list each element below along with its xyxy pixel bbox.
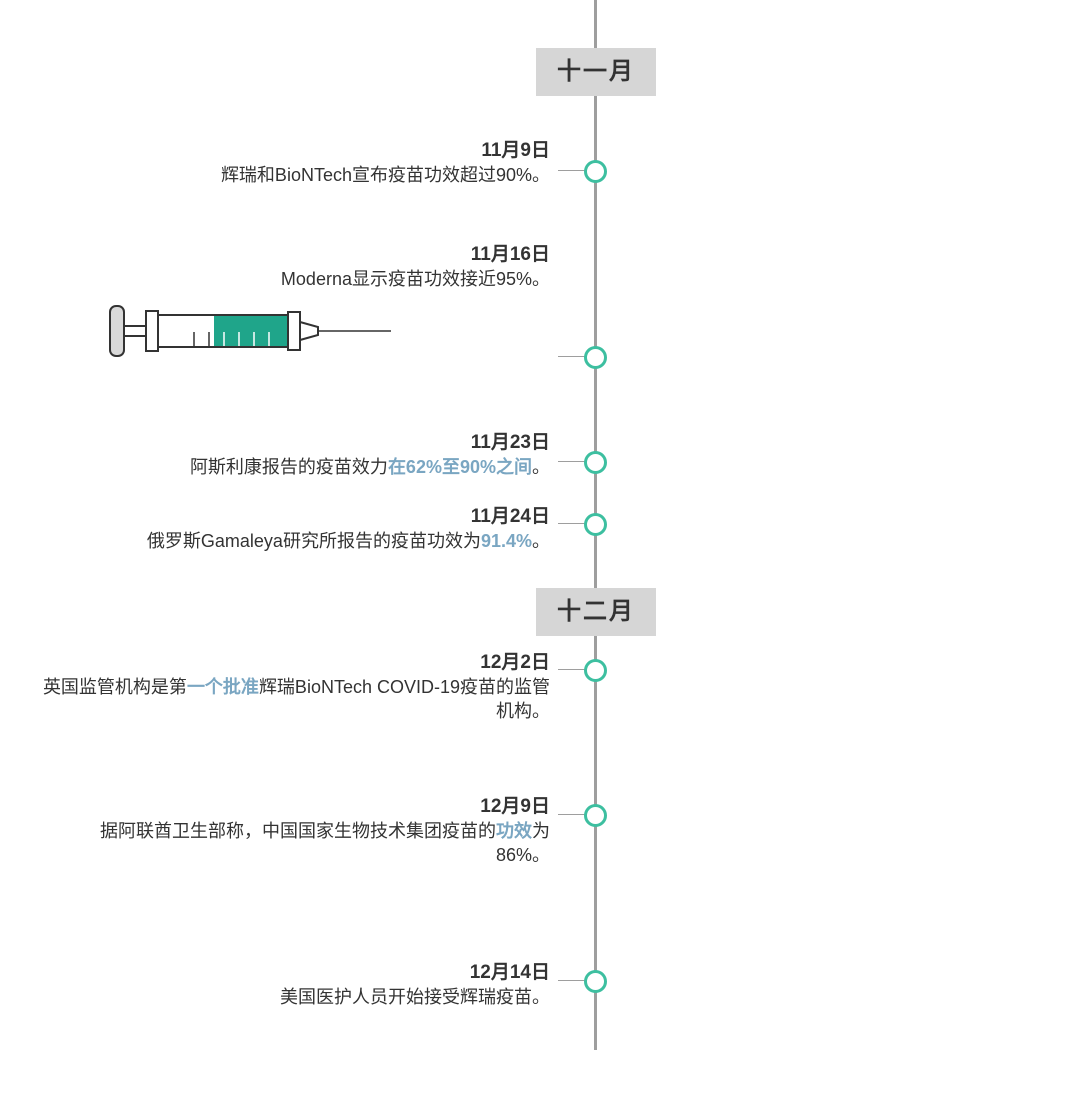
timeline-event: 11月24日 俄罗斯Gamaleya研究所报告的疫苗功效为91.4%。 bbox=[147, 505, 550, 553]
event-date: 11月23日 bbox=[470, 432, 550, 453]
timeline-event: 11月9日 辉瑞和BioNTech宣布疫苗功效超过90%。 bbox=[221, 139, 550, 187]
timeline-node[interactable] bbox=[584, 513, 607, 536]
highlight-link[interactable]: 在62%至90%之间 bbox=[387, 457, 532, 477]
connector-line bbox=[558, 170, 588, 171]
month-header-december: 十二月 bbox=[536, 588, 656, 636]
timeline-node[interactable] bbox=[584, 160, 607, 183]
highlight-link[interactable]: 一个批准 bbox=[186, 677, 259, 697]
month-header-november: 十一月 bbox=[536, 48, 656, 96]
event-date: 11月9日 bbox=[481, 140, 550, 161]
connector-line bbox=[558, 669, 588, 670]
timeline-event: 12月14日 美国医护人员开始接受辉瑞疫苗。 bbox=[280, 961, 550, 1009]
timeline-event: 11月23日 阿斯利康报告的疫苗效力在62%至90%之间。 bbox=[190, 431, 550, 479]
event-description: 美国医护人员开始接受辉瑞疫苗。 bbox=[280, 987, 550, 1007]
highlight-link[interactable]: 91.4% bbox=[480, 531, 532, 551]
timeline-node[interactable] bbox=[584, 659, 607, 682]
event-date: 11月16日 bbox=[470, 244, 550, 265]
timeline-node[interactable] bbox=[584, 970, 607, 993]
timeline-node[interactable] bbox=[584, 451, 607, 474]
connector-line bbox=[558, 461, 588, 462]
syringe-icon bbox=[109, 305, 391, 357]
event-description: 俄罗斯Gamaleya研究所报告的疫苗功效为91.4%。 bbox=[146, 531, 550, 551]
event-date: 12月2日 bbox=[480, 652, 550, 673]
event-date: 11月24日 bbox=[470, 506, 550, 527]
connector-line bbox=[558, 980, 588, 981]
event-description: 阿斯利康报告的疫苗效力在62%至90%之间。 bbox=[189, 457, 550, 477]
event-date: 12月14日 bbox=[469, 962, 550, 983]
connector-line bbox=[558, 814, 588, 815]
timeline-node[interactable] bbox=[584, 346, 607, 369]
event-description: 辉瑞和BioNTech宣布疫苗功效超过90%。 bbox=[220, 165, 550, 185]
connector-line bbox=[558, 523, 588, 524]
connector-line bbox=[558, 356, 588, 357]
event-date: 12月9日 bbox=[480, 796, 550, 817]
timeline-node[interactable] bbox=[584, 804, 607, 827]
event-description: Moderna显示疫苗功效接近95%。 bbox=[280, 269, 550, 289]
highlight-link[interactable]: 功效 bbox=[496, 821, 532, 841]
timeline-event: 11月16日 Moderna显示疫苗功效接近95%。 bbox=[281, 243, 550, 291]
event-description: 据阿联酋卫生部称，中国国家生物技术集团疫苗的功效为86%。 bbox=[100, 821, 550, 865]
timeline-event: 12月2日 英国监管机构是第一个批准辉瑞BioNTech COVID-19疫苗的… bbox=[40, 651, 550, 723]
event-description: 英国监管机构是第一个批准辉瑞BioNTech COVID-19疫苗的监管机构。 bbox=[42, 677, 550, 721]
timeline-event: 12月9日 据阿联酋卫生部称，中国国家生物技术集团疫苗的功效为86%。 bbox=[58, 795, 550, 867]
